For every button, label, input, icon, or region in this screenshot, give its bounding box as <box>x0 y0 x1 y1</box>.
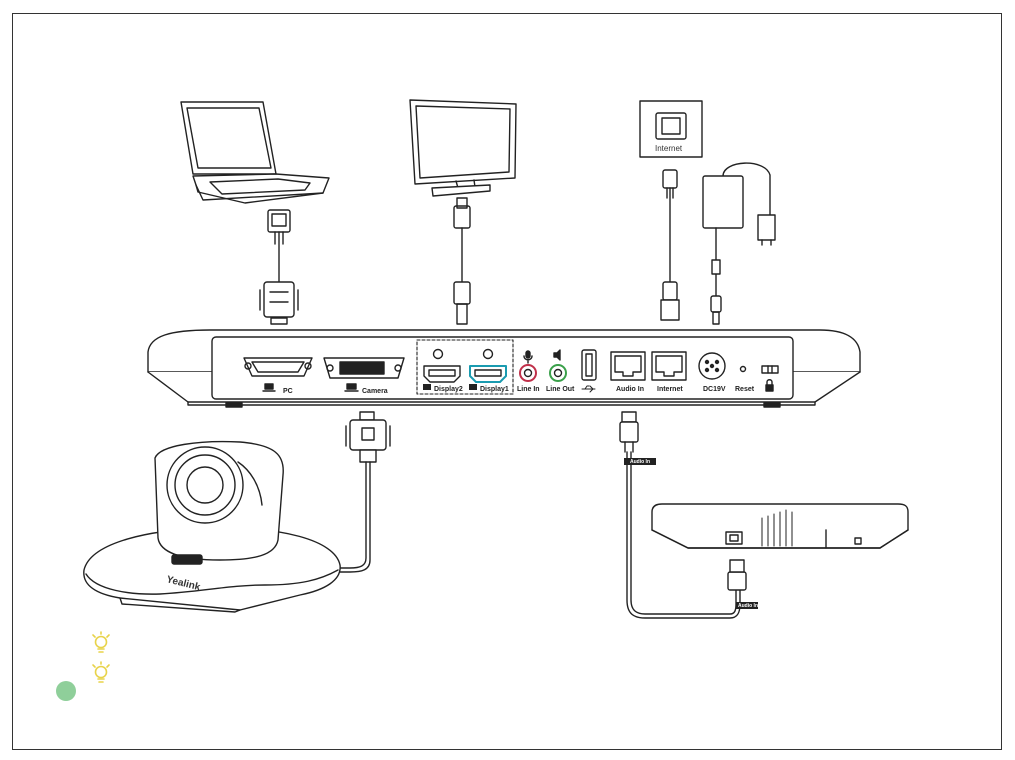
cable-tag-top-text: Audio In <box>630 459 650 465</box>
camera-port-label: Camera <box>362 388 388 395</box>
internet-port <box>652 352 686 380</box>
hdmi-cable <box>454 198 470 324</box>
dc-port-label: DC19V <box>703 386 726 393</box>
audio-in-label: Audio In <box>616 386 644 393</box>
pc-port <box>244 358 312 376</box>
display2-port-label: Display2 <box>434 386 463 393</box>
status-dot <box>56 681 76 701</box>
audio-in-port <box>611 352 645 380</box>
lightbulb-icon <box>93 662 109 682</box>
display1-port <box>470 366 506 382</box>
vga-cable <box>260 210 298 324</box>
cable-tag-bottom-text: Audio In <box>738 603 758 609</box>
monitor-icon <box>410 100 516 196</box>
pc-port-label: PC <box>283 388 293 395</box>
microphone-pod-icon <box>652 504 908 548</box>
display2-port <box>424 366 460 382</box>
laptop-icon <box>181 102 329 203</box>
ethernet-cable <box>661 170 679 320</box>
internet-jack-label: Internet <box>655 144 683 153</box>
reset-label: Reset <box>735 386 755 393</box>
camera-port <box>324 358 404 378</box>
power-adapter-icon <box>703 163 775 324</box>
lightbulb-icon <box>93 632 109 652</box>
line-in-label: Line In <box>517 386 540 393</box>
internet-port-label: Internet <box>657 386 683 393</box>
codec-unit <box>148 330 860 407</box>
ptz-camera-icon <box>84 442 340 612</box>
line-out-label: Line Out <box>546 386 575 393</box>
display1-port-label: Display1 <box>480 386 509 393</box>
